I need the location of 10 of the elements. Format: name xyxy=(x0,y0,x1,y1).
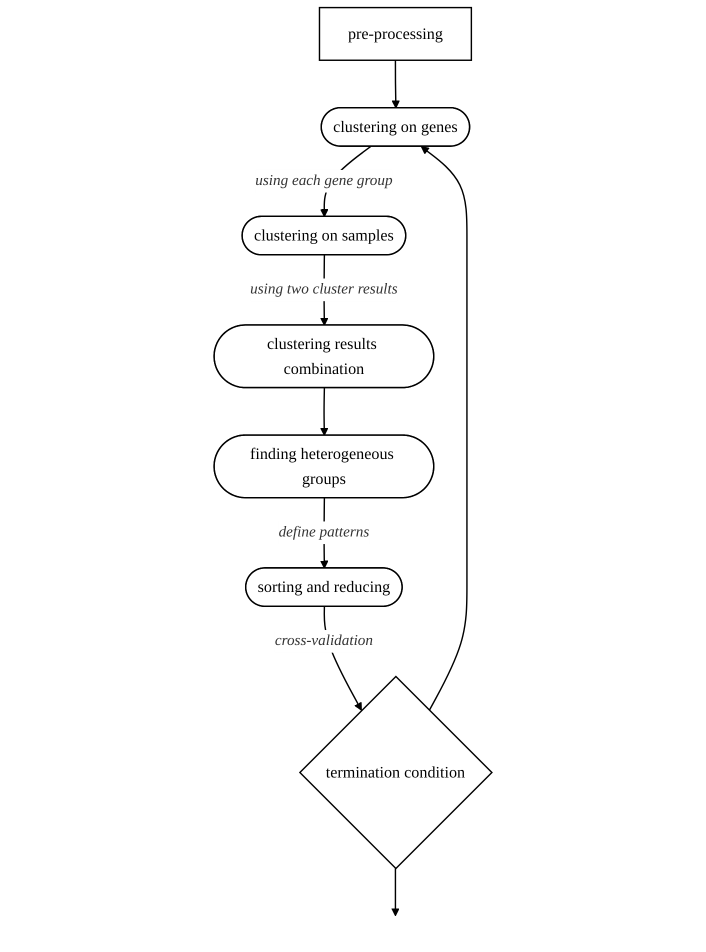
node-diamond: termination condition xyxy=(298,676,493,870)
arrow xyxy=(392,60,400,109)
arrow xyxy=(320,388,328,436)
node-box: pre-processing xyxy=(318,6,472,61)
edge-label: cross-validation xyxy=(274,632,373,649)
arrow xyxy=(391,868,400,916)
edge-label: using each gene group xyxy=(255,172,393,189)
arrow xyxy=(420,146,468,711)
edge-label: define patterns xyxy=(278,524,370,540)
edge-label: using two cluster results xyxy=(250,281,398,298)
